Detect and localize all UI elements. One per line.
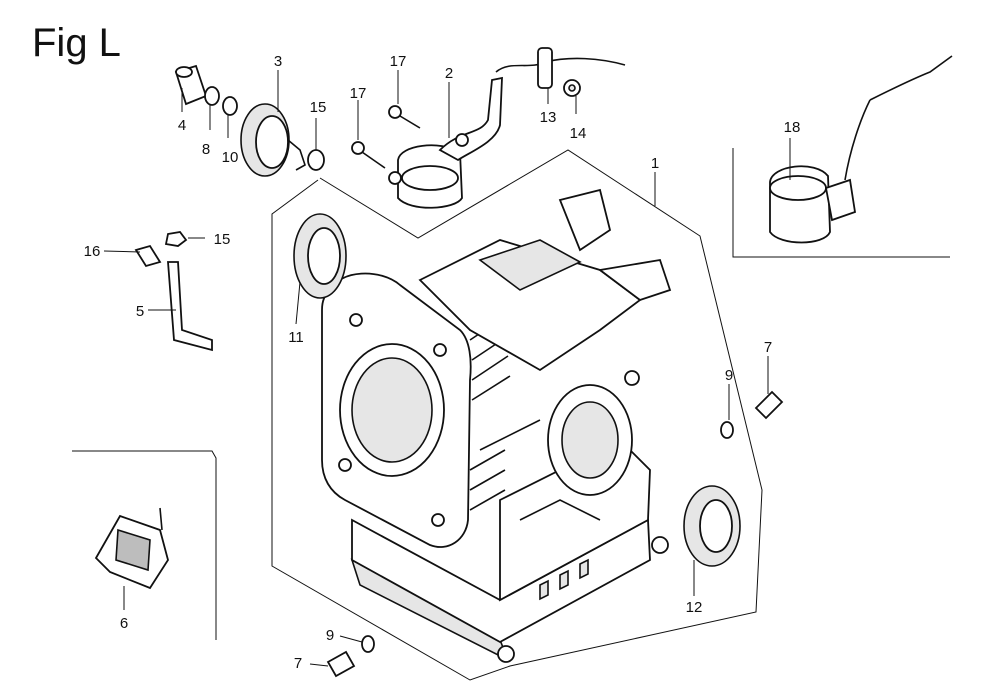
callout-4: 4: [178, 117, 186, 134]
callout-18: 18: [784, 119, 801, 136]
nut-part-14: [563, 79, 581, 97]
washer-part-9-right: [720, 421, 734, 439]
oil-alert-unit-part-18: [769, 55, 953, 244]
oil-seal-part-11: [293, 213, 347, 299]
callout-10: 10: [222, 149, 239, 166]
washer-part-8: [204, 86, 220, 106]
inset-box-6: [72, 450, 217, 640]
bolt-part-17-lower: [351, 141, 386, 169]
washer-part-10: [222, 96, 238, 116]
bolt-part-7-right: [754, 390, 784, 420]
callout-6: 6: [120, 615, 128, 632]
callout-13: 13: [540, 109, 557, 126]
callout-2: 2: [445, 65, 453, 82]
washer-part-9-bottom: [361, 635, 375, 653]
callout-9-right: 9: [725, 367, 733, 384]
clip-part-16: [134, 244, 162, 268]
callout-1: 1: [651, 155, 659, 172]
callout-8: 8: [202, 141, 210, 158]
callout-12: 12: [686, 599, 703, 616]
callout-5: 5: [136, 303, 144, 320]
bolt-part-7-bottom: [326, 650, 356, 678]
nut-part-15-lower: [164, 231, 188, 247]
callout-16: 16: [84, 243, 101, 260]
callout-15-upper: 15: [310, 99, 327, 116]
crankcase-part-1: [321, 188, 672, 663]
oil-seal-part-12: [683, 485, 741, 567]
callout-17-lower: 17: [350, 85, 367, 102]
callout-17-upper: 17: [390, 53, 407, 70]
callout-11: 11: [288, 329, 304, 346]
callout-14: 14: [570, 125, 587, 142]
governor-gear-part-3: [240, 103, 306, 177]
callout-3: 3: [274, 53, 282, 70]
callout-15-lower: 15: [214, 231, 231, 248]
callout-7-right: 7: [764, 339, 772, 356]
callout-9-bottom: 9: [326, 627, 334, 644]
callout-labels: 1 2 3 4 5 6 7 7 8 9 9 10 11 12 13 14 15 …: [84, 53, 801, 672]
bolt-part-17-upper: [388, 105, 421, 129]
tube-part-5: [167, 261, 213, 352]
figure-title: Fig L: [32, 21, 121, 65]
callout-7-bottom: 7: [294, 655, 302, 672]
washer-part-15-upper: [307, 149, 325, 171]
leader-lines: [103, 70, 791, 667]
inset-box-18: [732, 148, 950, 258]
oil-switch-part-2: [388, 47, 626, 209]
main-assembly-outline: [271, 149, 763, 681]
mount-part-6: [94, 507, 169, 590]
pin-part-4: [174, 64, 208, 106]
